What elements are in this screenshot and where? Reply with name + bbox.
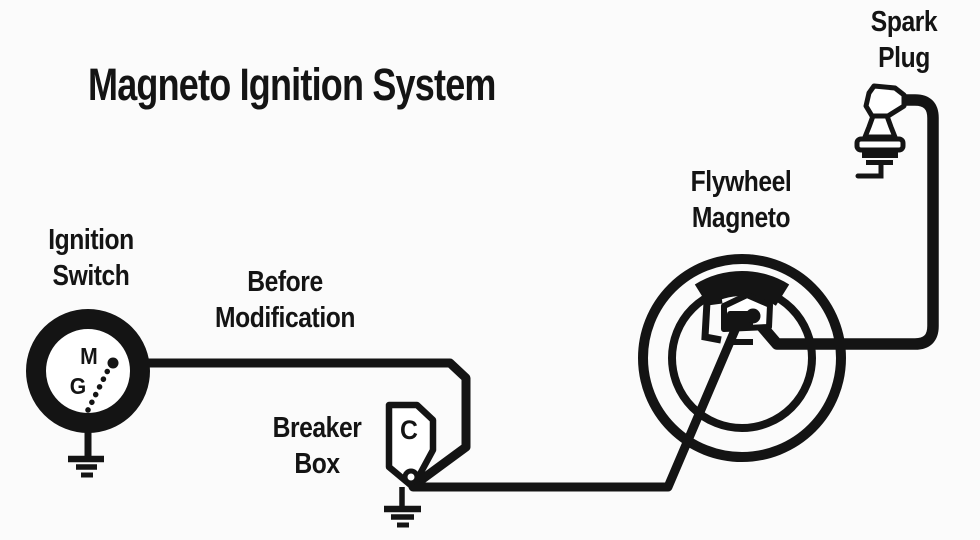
- label-spark-plug: Spark Plug: [870, 6, 938, 74]
- wire-breaker-to-magneto: [408, 325, 740, 492]
- switch-ground-icon: [68, 428, 104, 478]
- breaker-box-icon: [385, 401, 437, 491]
- breaker-contact-c: C: [400, 415, 418, 445]
- switch-terminal-g: G: [69, 373, 87, 399]
- label-flywheel-magneto: Flywheel Magneto: [690, 166, 792, 234]
- spark-plug-icon: [854, 83, 907, 179]
- wire-switch-to-breaker: [108, 358, 471, 491]
- switch-terminal-m: M: [80, 343, 98, 369]
- hv-lead-wire: [747, 94, 939, 350]
- coil-icon: [701, 292, 773, 345]
- label-ignition-switch: Ignition Switch: [48, 224, 134, 292]
- page-title: Magneto Ignition System: [88, 59, 496, 110]
- ignition-switch-icon: [26, 309, 150, 433]
- label-breaker-box: Breaker Box: [272, 412, 362, 480]
- breaker-ground-icon: [384, 487, 421, 528]
- label-before-modification: Before Modification: [214, 266, 356, 334]
